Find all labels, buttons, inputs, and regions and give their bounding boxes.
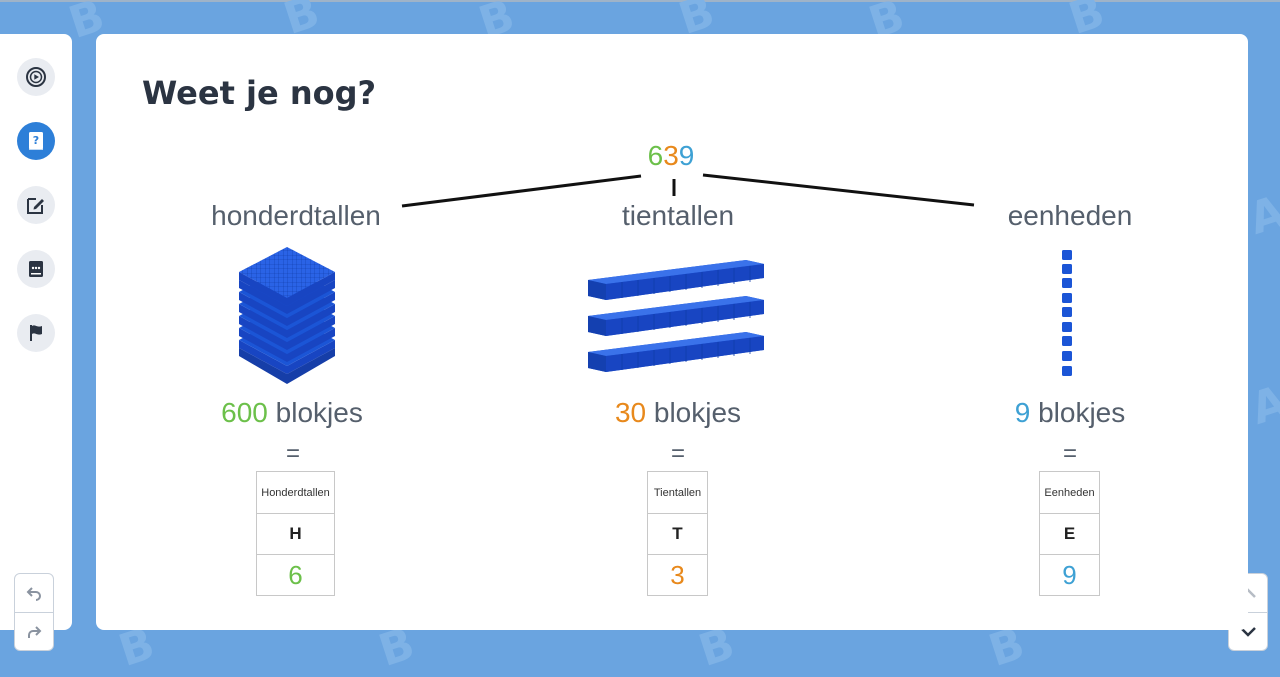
label-ones: eenheden xyxy=(1007,200,1133,231)
count-hundreds: 600 blokjes xyxy=(162,397,422,429)
rod-2 xyxy=(588,296,764,336)
count-tens-unit: blokjes xyxy=(653,397,742,428)
label-tens: tientallen xyxy=(621,200,735,231)
sidebar-item-finish[interactable] xyxy=(17,314,55,352)
chat-book-icon xyxy=(29,261,43,277)
equals-ones: = xyxy=(1062,440,1077,467)
count-ones: 9 blokjes xyxy=(940,397,1200,429)
place-value-table-tens: Tientallen T 3 xyxy=(647,471,708,596)
label-hundreds: honderdtallen xyxy=(211,200,381,231)
hundreds-blocks xyxy=(239,247,335,384)
lesson-card: Weet je nog? 639 honderdtallen tientalle… xyxy=(96,34,1248,630)
connector-lines xyxy=(401,173,975,208)
table-value: 3 xyxy=(648,554,707,595)
undo-button[interactable] xyxy=(15,574,53,612)
count-hundreds-unit: blokjes xyxy=(275,397,363,428)
digit-hundreds: 6 xyxy=(647,140,664,171)
sidebar: ? xyxy=(0,34,72,630)
digit-ones: 9 xyxy=(678,140,695,171)
table-header: Tientallen xyxy=(653,486,702,499)
sidebar-item-exercise[interactable] xyxy=(17,186,55,224)
flag-icon xyxy=(30,325,42,341)
count-tens-value: 30 xyxy=(614,397,647,428)
equals-tens: = xyxy=(670,440,685,467)
place-value-table-ones: Eenheden E 9 xyxy=(1039,471,1100,596)
next-slide-button[interactable] xyxy=(1229,612,1267,650)
ones-blocks xyxy=(1062,250,1072,376)
table-value: 9 xyxy=(1040,554,1099,595)
redo-icon xyxy=(28,626,42,638)
edit-icon xyxy=(27,198,44,214)
redo-button[interactable] xyxy=(15,612,53,650)
table-header: Eenheden xyxy=(1044,486,1095,499)
sidebar-item-discuss[interactable] xyxy=(17,250,55,288)
count-hundreds-value: 600 xyxy=(221,397,268,428)
count-tens: 30 blokjes xyxy=(548,397,808,429)
count-ones-value: 9 xyxy=(1014,397,1031,428)
table-header: Honderdtallen xyxy=(261,486,330,499)
equals-hundreds: = xyxy=(285,440,300,467)
sidebar-item-video[interactable] xyxy=(17,58,55,96)
count-ones-unit: blokjes xyxy=(1038,397,1126,428)
page-title: Weet je nog? xyxy=(142,74,377,112)
rod-3 xyxy=(588,332,764,372)
line-to-ones xyxy=(702,173,975,207)
play-circle-icon xyxy=(26,67,46,87)
table-letter: E xyxy=(1040,513,1099,554)
svg-text:?: ? xyxy=(33,134,39,147)
place-value-table-hundreds: Honderdtallen H 6 xyxy=(256,471,335,596)
undo-redo-controls xyxy=(14,573,54,651)
question-book-icon: ? xyxy=(29,132,43,150)
top-border xyxy=(0,0,1280,2)
digit-tens: 3 xyxy=(663,140,679,171)
number-639: 639 xyxy=(626,140,716,172)
table-letter: T xyxy=(648,513,707,554)
table-value: 6 xyxy=(257,554,334,595)
sidebar-item-questions[interactable]: ? xyxy=(17,122,55,160)
rod-1 xyxy=(588,260,764,300)
line-to-hundreds xyxy=(401,174,642,208)
chevron-down-icon xyxy=(1240,627,1256,637)
undo-icon xyxy=(26,587,41,601)
tens-blocks xyxy=(588,260,764,372)
table-letter: H xyxy=(257,513,334,554)
flat-stack xyxy=(239,247,335,384)
